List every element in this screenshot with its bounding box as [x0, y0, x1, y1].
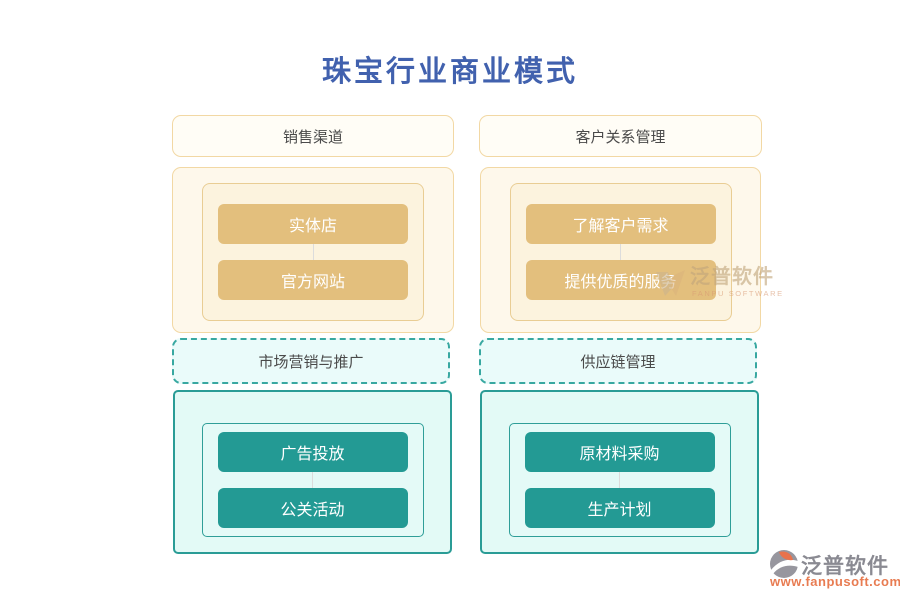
section-body-supply-chain: 原材料采购 生产计划: [480, 390, 759, 554]
connector-line: [620, 244, 621, 260]
watermark-footer-url: www.fanpusoft.com: [770, 574, 900, 589]
section-header-label: 销售渠道: [282, 128, 343, 146]
node-label: 广告投放: [280, 446, 345, 463]
node-label: 公关活动: [280, 502, 345, 519]
node-understand-customer-needs: 了解客户需求: [525, 204, 716, 244]
fanpu-logo-icon: [769, 548, 800, 587]
node-physical-store: 实体店: [218, 204, 408, 244]
node-label: 了解客户需求: [572, 218, 669, 235]
node-production-planning: 生产计划: [524, 488, 715, 528]
group-box: 原材料采购 生产计划: [508, 423, 731, 537]
group-box: 广告投放 公关活动: [201, 423, 424, 537]
section-header-label: 客户关系管理: [575, 128, 666, 146]
section-header-label: 市场营销与推广: [258, 353, 364, 371]
node-label: 原材料采购: [579, 446, 660, 463]
node-raw-material-procurement: 原材料采购: [524, 432, 715, 472]
section-body-crm: 了解客户需求 提供优质的服务: [480, 167, 761, 333]
connector-line: [312, 472, 313, 488]
section-header-sales-channels: 销售渠道: [172, 115, 454, 157]
node-label: 生产计划: [587, 502, 652, 519]
group-box: 了解客户需求 提供优质的服务: [509, 183, 732, 321]
node-label: 提供优质的服务: [564, 274, 677, 291]
group-box: 实体店 官方网站: [202, 183, 424, 321]
section-header-crm: 客户关系管理: [479, 115, 762, 157]
connector-line: [619, 472, 620, 488]
node-provide-quality-service: 提供优质的服务: [525, 260, 716, 300]
section-header-supply-chain: 供应链管理: [479, 338, 757, 384]
node-pr-activities: 公关活动: [217, 488, 408, 528]
page-title: 珠宝行业商业模式: [321, 56, 578, 88]
section-header-label: 供应链管理: [580, 353, 656, 371]
section-body-sales-channels: 实体店 官方网站: [172, 167, 454, 333]
node-label: 官方网站: [280, 274, 345, 291]
section-body-marketing: 广告投放 公关活动: [173, 390, 452, 554]
node-official-website: 官方网站: [218, 260, 408, 300]
connector-line: [312, 244, 314, 260]
node-advertising: 广告投放: [217, 432, 408, 472]
section-header-marketing: 市场营销与推广: [172, 338, 450, 384]
watermark-footer-name: 泛普软件: [801, 555, 889, 578]
node-label: 实体店: [288, 218, 337, 235]
